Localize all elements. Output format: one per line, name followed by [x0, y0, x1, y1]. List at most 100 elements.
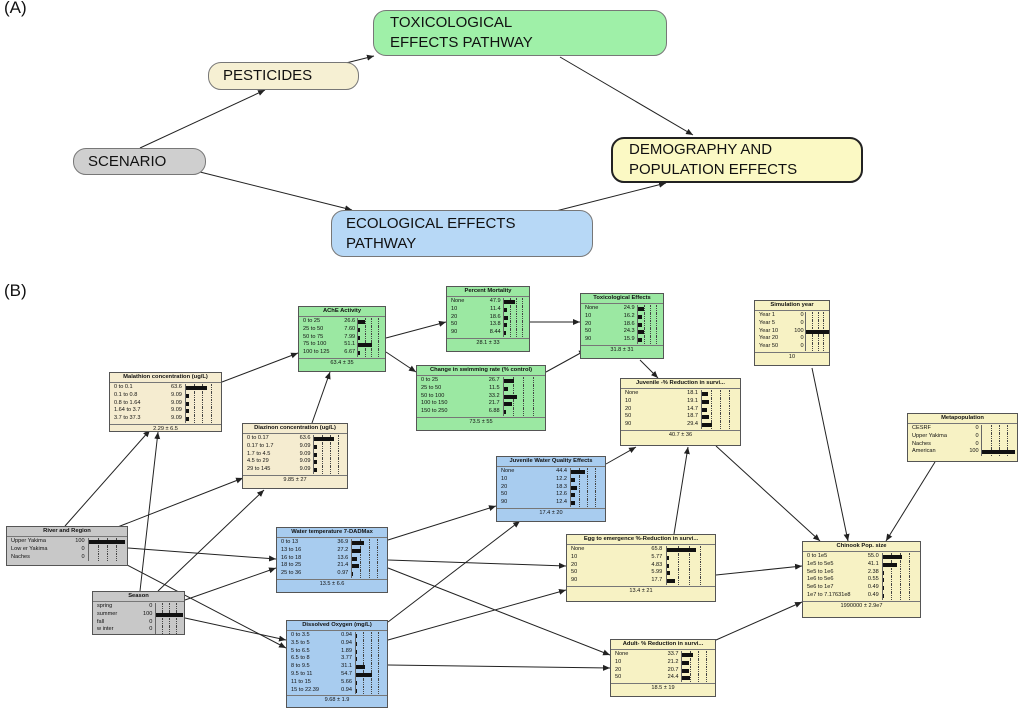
state-probability-bar: [637, 330, 644, 335]
state-probability-bar: [570, 501, 575, 506]
state-bar-area: [569, 483, 603, 492]
state-label: w inter: [97, 626, 114, 633]
state-probability: 1.89: [341, 647, 352, 654]
grid-tick: [509, 329, 511, 337]
grid-tick: [595, 483, 597, 492]
grid-tick: [700, 561, 702, 570]
state-probability: 9.09: [171, 399, 182, 406]
state-probability-bar: [982, 450, 1016, 455]
state-label: 3.7 to 37.3: [114, 415, 141, 422]
state-probability: 9.09: [299, 466, 311, 473]
grid-tick: [678, 553, 680, 562]
state-probability: 100: [142, 610, 153, 617]
state-probability: 11.4: [490, 305, 501, 312]
edge-juvenile-chinook: [715, 445, 821, 542]
grid-tick: [210, 415, 212, 423]
state-bar-area: [569, 475, 603, 484]
state-label: 1e6 to 5e6: [807, 576, 834, 583]
state-label: 11 to 15: [291, 678, 311, 685]
state-bar-area: [313, 466, 345, 474]
node-title: Juvenile -% Reduction in survi...: [621, 379, 740, 389]
state-probability: 14.7: [687, 405, 698, 412]
state-label: None: [451, 298, 465, 304]
grid-tick: [329, 442, 331, 451]
state-label: Year 10: [759, 327, 779, 334]
state-bar-area: [981, 432, 1015, 441]
state-probability: 27.2: [337, 546, 349, 553]
grid-tick: [371, 341, 373, 350]
state-bar-area: [154, 610, 183, 619]
grid-tick: [360, 570, 362, 578]
grid-tick: [321, 450, 323, 459]
state-label: 90: [501, 499, 508, 506]
grid-tick: [817, 335, 819, 344]
grid-tick: [522, 305, 524, 314]
state-probability-bar: [503, 410, 507, 415]
state-probability: 24.9: [623, 305, 635, 311]
state-bar-area: [354, 632, 386, 640]
state-bar-area: [981, 440, 1015, 449]
grid-tick: [719, 397, 721, 406]
state-probability: 18.6: [489, 313, 501, 320]
node-expected-value: 40.7 ± 36: [621, 429, 740, 440]
state-label: Low er Yakima: [11, 545, 48, 552]
state-bar-area: [502, 384, 542, 393]
state-probability: 0.49: [867, 591, 879, 598]
state-probability-bar: [682, 676, 690, 681]
node-title: Water temperature 7-DADMax: [277, 528, 387, 538]
grid-tick: [523, 408, 525, 416]
grid-tick: [516, 329, 517, 337]
state-probability-bar: [503, 402, 513, 407]
node-expected-value: 28.1 ± 33: [447, 337, 529, 348]
state-probability: 63.6: [299, 435, 311, 441]
node-expected-value: 63.4 ± 35: [299, 357, 385, 368]
state-probability-bar: [358, 351, 361, 356]
state-bar-area: [700, 390, 738, 398]
grid-tick: [710, 405, 712, 414]
state-label: 18 to 25: [281, 562, 302, 569]
grid-tick: [908, 584, 910, 592]
state-probability-bar: [701, 415, 709, 420]
grid-tick: [194, 407, 196, 416]
state-label: 0.8 to 1.64: [114, 399, 141, 406]
state-probability-bar: [314, 460, 317, 465]
grid-tick: [370, 678, 372, 687]
state-bar-area: [502, 305, 529, 314]
state-probability-bar: [503, 307, 507, 312]
grid-tick: [364, 325, 366, 334]
state-probability: 0: [149, 603, 153, 609]
state-label: 1e5 to 5e5: [807, 560, 834, 567]
edge-scenario-pesticides: [139, 89, 266, 149]
state-bar-area: [154, 626, 183, 634]
grid-tick: [378, 655, 379, 664]
state-probability: 26.7: [488, 377, 500, 383]
state-bar-area: [681, 666, 713, 675]
state-bar-area: [87, 538, 125, 546]
state-probability: 0.94: [341, 632, 352, 638]
state-bar-area: [636, 336, 663, 344]
state-probability-bar: [185, 393, 189, 398]
state-label: spring: [97, 603, 113, 609]
grid-tick: [595, 499, 597, 507]
state-label: 10: [451, 305, 458, 312]
grid-tick: [370, 639, 372, 648]
